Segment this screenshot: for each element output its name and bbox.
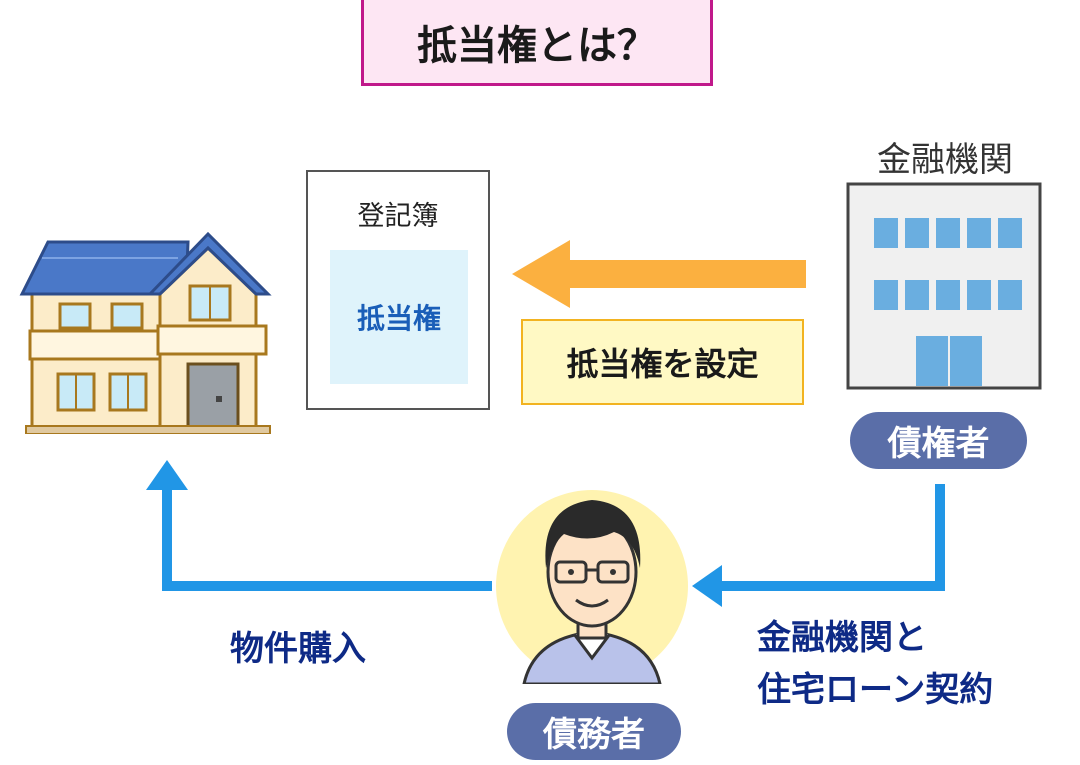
loan-contract-line-1: 金融機関と bbox=[757, 618, 927, 658]
loan-contract-label: 金融機関と 住宅ローン契約 bbox=[757, 612, 993, 716]
person-icon bbox=[496, 490, 688, 684]
registry-mortgage-entry: 抵当権 bbox=[330, 250, 468, 384]
registry-title: 登記簿 bbox=[357, 201, 439, 232]
purchase-label: 物件購入 bbox=[230, 629, 366, 669]
loan-contract-line-2: 住宅ローン契約 bbox=[757, 670, 994, 710]
house-icon bbox=[19, 231, 272, 434]
debtor-badge: 債務者 bbox=[507, 703, 681, 760]
bank-building-icon bbox=[846, 182, 1042, 390]
creditor-badge: 債権者 bbox=[850, 412, 1027, 469]
bank-label: 金融機関 bbox=[877, 140, 1013, 180]
page-title: 抵当権とは？ bbox=[361, 0, 713, 86]
set-mortgage-arrow bbox=[512, 240, 806, 308]
set-mortgage-label: 抵当権を設定 bbox=[521, 319, 804, 405]
registry-document: 登記簿 抵当権 bbox=[306, 170, 490, 410]
